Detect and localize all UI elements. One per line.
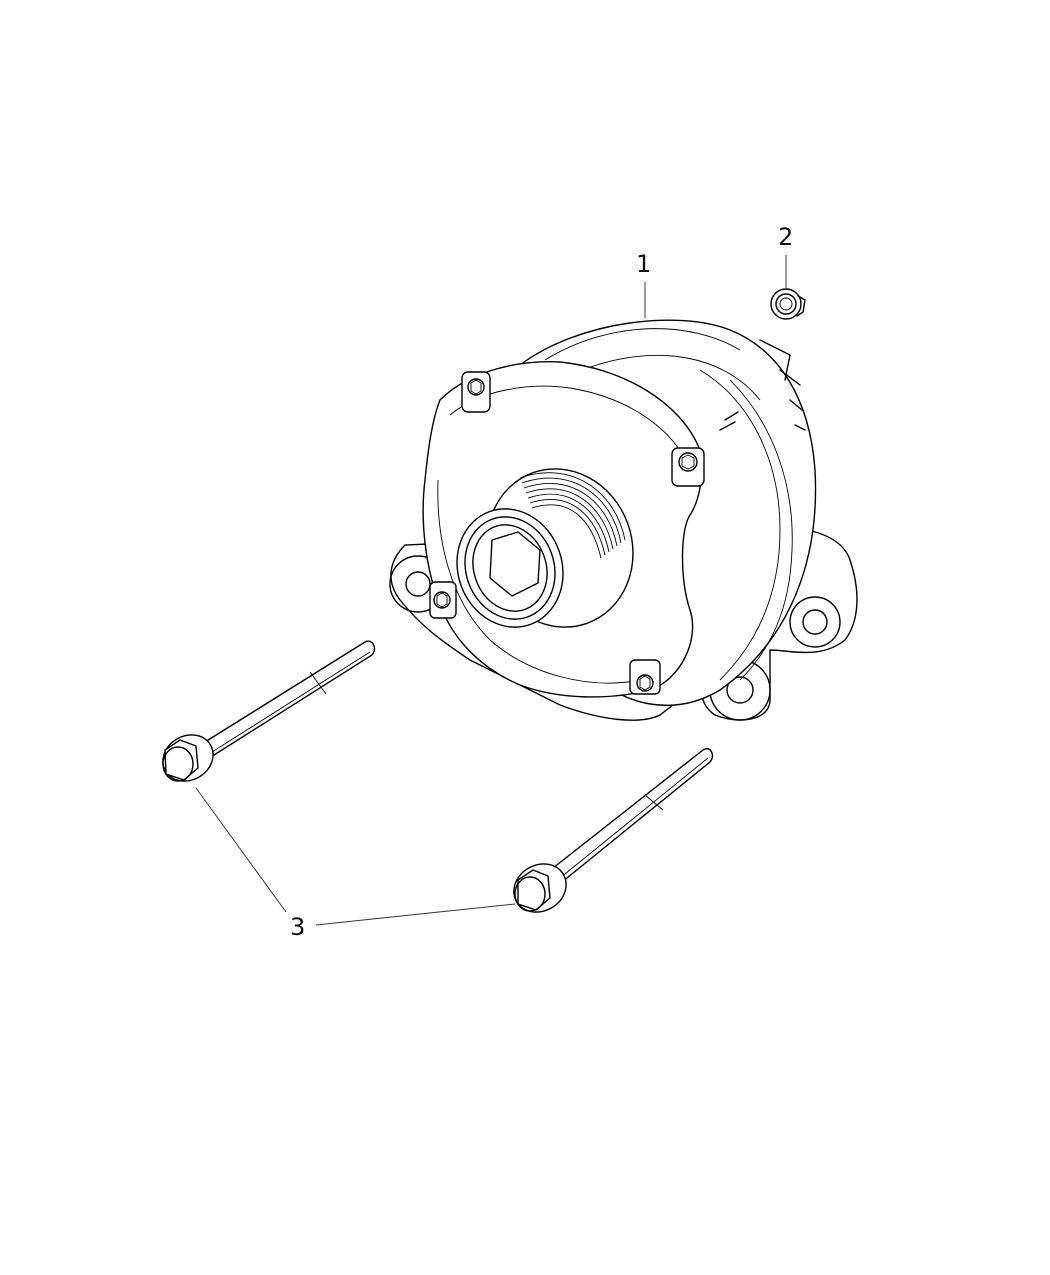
leader-line-3b — [315, 903, 516, 926]
callout-3: 3 — [290, 913, 306, 941]
callout-1: 1 — [636, 250, 652, 278]
nut-part[interactable] — [770, 288, 806, 320]
bolt-part-lower[interactable] — [505, 748, 714, 922]
callout-2: 2 — [778, 223, 794, 251]
leader-line-3a — [195, 787, 287, 913]
bolt-part-upper[interactable] — [154, 640, 376, 790]
alternator-part[interactable] — [389, 319, 858, 721]
